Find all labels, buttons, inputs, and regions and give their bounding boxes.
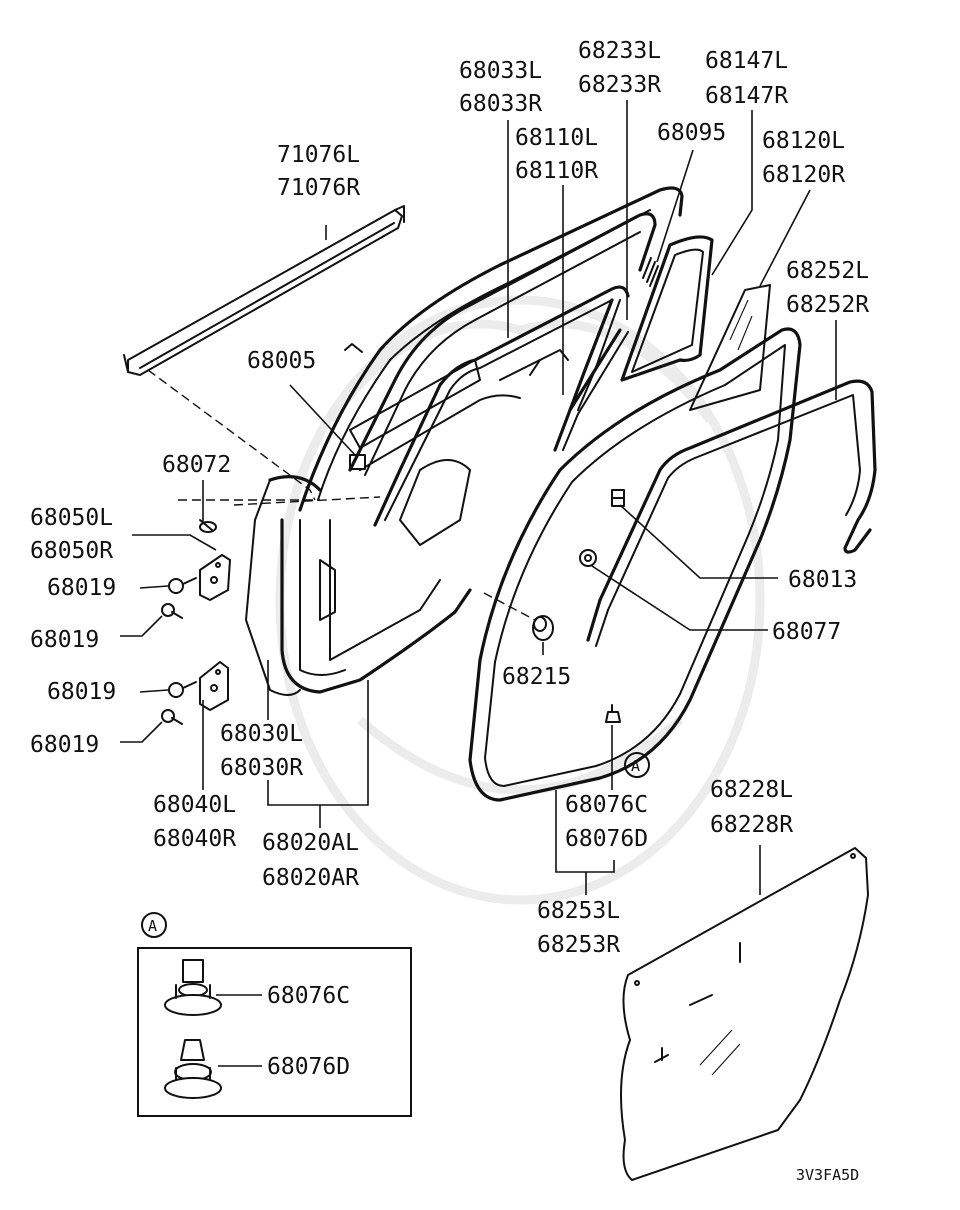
label-68120r: 68120R [762, 162, 845, 188]
detail-box-a [137, 752, 650, 1117]
label-68033l: 68033L [459, 58, 542, 84]
door-panel-68020 [245, 186, 684, 696]
label-68253l: 68253L [537, 898, 620, 924]
plug-68215 [532, 615, 554, 641]
detail-marker-seal: A [631, 757, 640, 775]
label-68147r: 68147R [705, 83, 788, 109]
label-68253r: 68253R [537, 932, 620, 958]
bolt-68019-d [161, 709, 183, 725]
leader-lines [120, 100, 837, 1067]
screw-68072 [199, 519, 217, 533]
bracket-68013 [611, 489, 625, 507]
clip-68076c-detail [164, 959, 222, 1016]
label-71076r: 71076R [277, 175, 360, 201]
label-68050l: 68050L [30, 505, 113, 531]
label-68019-c: 68019 [47, 679, 116, 705]
hinge-68040 [199, 661, 229, 711]
label-68040r: 68040R [153, 826, 236, 852]
label-detail-68076d: 68076D [267, 1054, 350, 1080]
belt-molding-71076 [123, 205, 405, 376]
label-68019-a: 68019 [47, 575, 116, 601]
label-68110r: 68110R [515, 158, 598, 184]
label-68030l: 68030L [220, 721, 303, 747]
clip-68076d-detail [164, 1039, 222, 1099]
diagram-code: 3V3FA5D [796, 1166, 859, 1184]
label-68019-b: 68019 [30, 627, 99, 653]
label-68013: 68013 [788, 567, 857, 593]
label-68215: 68215 [502, 664, 571, 690]
label-68095: 68095 [657, 120, 726, 146]
label-68077: 68077 [772, 619, 841, 645]
label-68076c: 68076C [565, 792, 648, 818]
label-68228l: 68228L [710, 777, 793, 803]
hinge-68050 [199, 554, 231, 601]
partition-68233 [553, 328, 629, 452]
watermark-emblem [275, 295, 765, 905]
quarter-frame-68147 [620, 235, 714, 382]
label-68040l: 68040L [153, 792, 236, 818]
bolt-68019-b [161, 603, 183, 619]
label-71076l: 71076L [277, 142, 360, 168]
fasteners [161, 257, 659, 725]
label-68005: 68005 [247, 348, 316, 374]
label-68050r: 68050R [30, 538, 113, 564]
clip-68095 [642, 257, 659, 287]
grommet-68077 [579, 549, 597, 567]
door-seal-68253 [468, 327, 802, 802]
label-68233l: 68233L [578, 38, 661, 64]
label-68033r: 68033R [459, 91, 542, 117]
label-68147l: 68147L [705, 48, 788, 74]
label-68110l: 68110L [515, 125, 598, 151]
label-68072: 68072 [162, 452, 231, 478]
door-glass-68228 [620, 847, 869, 1181]
bolt-68019-c [168, 681, 197, 698]
label-detail-68076c: 68076C [267, 983, 350, 1009]
door-sash-68033 [348, 212, 657, 476]
label-68019-d: 68019 [30, 732, 99, 758]
label-68228r: 68228R [710, 812, 793, 838]
label-68233r: 68233R [578, 72, 661, 98]
label-68120l: 68120L [762, 128, 845, 154]
clip-68076-on-seal [605, 704, 621, 723]
label-68076d: 68076D [565, 826, 648, 852]
label-68020ar: 68020AR [262, 865, 359, 891]
label-68252r: 68252R [786, 292, 869, 318]
part-number-labels: 71076L 71076R 68033L 68033R 68233L 68233… [30, 38, 869, 1184]
bolt-68019-a [168, 577, 197, 594]
opening-weatherstrip-68252 [586, 379, 877, 647]
label-68030r: 68030R [220, 755, 303, 781]
label-68252l: 68252L [786, 258, 869, 284]
quarter-glass-68120 [689, 284, 771, 411]
label-68020al: 68020AL [262, 830, 359, 856]
detail-marker-box: A [148, 917, 157, 935]
